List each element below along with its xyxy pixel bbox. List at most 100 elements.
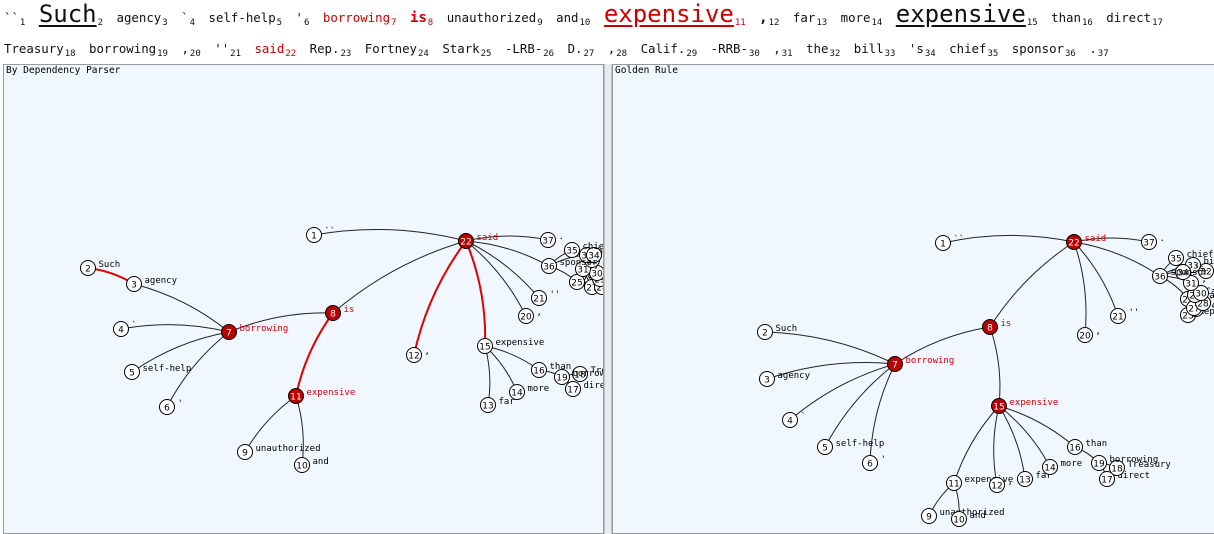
sentence-token[interactable]: Calif.29 (641, 41, 698, 59)
tree-node[interactable]: 30-RRB- (1193, 285, 1214, 301)
tree-node[interactable]: 4` (782, 411, 806, 428)
sentence-token[interactable]: direct17 (1106, 10, 1163, 28)
sentence-token[interactable]: borrowing7 (323, 10, 397, 28)
sentence-token[interactable]: said22 (254, 41, 296, 59)
tree-node[interactable]: 37. (540, 232, 564, 248)
node-label: direct (1118, 471, 1151, 481)
tree-node[interactable]: 34's (586, 247, 605, 263)
sentence-token[interactable]: 's34 (909, 41, 936, 59)
sentence-token[interactable]: expensive15 (896, 2, 1038, 29)
sentence-token[interactable]: ,28 (608, 41, 627, 59)
sentence-token[interactable]: unauthorized9 (447, 10, 543, 28)
sentence-token[interactable]: the32 (806, 41, 840, 59)
sentence-token[interactable]: Such2 (39, 2, 103, 29)
tree-node[interactable]: 21'' (531, 290, 561, 306)
sentence-token[interactable]: bill33 (854, 41, 896, 59)
tree-node[interactable]: 6' (862, 455, 886, 471)
sentence-token[interactable]: sponsor36 (1012, 41, 1076, 59)
token-word: expensive (895, 0, 1026, 28)
sentence-token[interactable]: borrowing19 (89, 41, 168, 59)
tree-node[interactable]: 34's (1175, 264, 1205, 280)
sentence-token[interactable]: far13 (793, 10, 827, 28)
tree-node[interactable]: 31, (1183, 275, 1207, 291)
sentence-token[interactable]: .37 (1089, 41, 1108, 59)
sentence-token[interactable]: ''21 (214, 41, 241, 59)
sentence-token[interactable]: ,12 (759, 10, 779, 28)
sentence-token[interactable]: `4 (181, 10, 195, 28)
sentence-token[interactable]: is8 (410, 10, 433, 28)
tree-node[interactable]: 1`` (935, 234, 965, 251)
node-circle (782, 412, 798, 428)
sentence-token[interactable]: D.27 (568, 41, 595, 59)
tree-node[interactable]: 37. (1141, 234, 1165, 250)
tree-node[interactable]: 21'' (1110, 308, 1140, 324)
sentence-token[interactable]: and10 (556, 10, 590, 28)
sentence-token[interactable]: than16 (1051, 10, 1093, 28)
sentence-token[interactable]: chief35 (949, 41, 998, 59)
tree-node[interactable]: 12, (406, 347, 430, 363)
tree-node[interactable]: 1`` (306, 226, 336, 243)
sentence-token[interactable]: Treasury18 (4, 41, 76, 59)
tree-node[interactable]: 6' (159, 399, 183, 415)
tree-node[interactable]: 20, (518, 308, 542, 324)
sentence-token[interactable]: Rep.23 (310, 41, 352, 59)
sentence-token[interactable]: -RRB-30 (711, 41, 760, 59)
sentence-token[interactable]: Fortney24 (365, 41, 429, 59)
sentence-token[interactable]: expensive11 (604, 2, 746, 29)
tree-node[interactable]: 4` (113, 320, 137, 337)
tree-node[interactable]: 20, (1077, 327, 1101, 343)
sentence-token[interactable]: '6 (296, 10, 310, 28)
sentence-token[interactable]: agency3 (117, 10, 168, 28)
sentence-token[interactable]: Stark25 (442, 41, 491, 59)
tree-edge (295, 395, 304, 466)
split-divider[interactable] (604, 64, 612, 534)
sentence-token[interactable]: ,31 (773, 41, 792, 59)
sentence-token[interactable]: self-help5 (209, 10, 283, 28)
node-circle (1183, 275, 1199, 291)
sentence-token[interactable]: ``1 (4, 10, 25, 28)
sentence-token[interactable]: more14 (841, 10, 883, 28)
sentence-token[interactable]: ,20 (181, 41, 200, 59)
node-index: 15 (993, 403, 1004, 413)
sentence-token[interactable]: -LRB-26 (505, 41, 554, 59)
tree-node[interactable]: 12, (989, 477, 1013, 493)
